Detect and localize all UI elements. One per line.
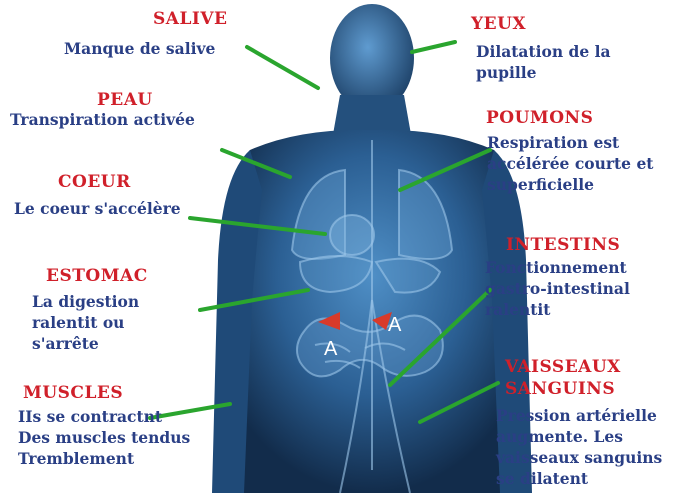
label-estomac-line: ralentit ou [32, 312, 139, 333]
label-estomac-desc: La digestion ralentit ou s'arrête [32, 291, 139, 354]
label-estomac-line: s'arrête [32, 333, 139, 354]
label-peau-title: PEAU [97, 90, 153, 110]
label-vaisseaux-desc: Pression artérielle augmente. Les vaisse… [496, 405, 662, 489]
label-yeux-line: Dilatation de la [476, 41, 611, 62]
connector-yeux [412, 42, 455, 52]
label-salive-desc: Manque de salive [64, 38, 215, 59]
label-muscles-desc: IIs se contractnt Des muscles tendus Tre… [18, 406, 190, 469]
connector-poumons [400, 150, 490, 190]
label-estomac-line: La digestion [32, 291, 139, 312]
label-peau-desc: Transpiration activée [10, 109, 195, 130]
label-peau-line: Transpiration activée [10, 109, 195, 130]
connector-vaisseaux [420, 383, 498, 422]
label-muscles-title: MUSCLES [23, 383, 123, 403]
label-poumons-line: superficielle [487, 174, 653, 195]
label-poumons-line: accélérée courte et [487, 153, 653, 174]
label-muscles-line: Des muscles tendus [18, 427, 190, 448]
label-intestins-line: ralentit [485, 299, 630, 320]
label-vaisseaux-line: augmente. Les [496, 426, 662, 447]
label-poumons-desc: Respiration est accélérée courte et supe… [487, 132, 653, 195]
connector-estomac [200, 290, 308, 310]
label-vaisseaux-line: vaisseaux sanguins [496, 447, 662, 468]
label-coeur-line: Le coeur s'accélère [14, 198, 181, 219]
label-intestins-line: gastro-intestinal [485, 278, 630, 299]
label-salive-title: SALIVE [153, 9, 228, 29]
label-muscles-line: IIs se contractnt [18, 406, 190, 427]
label-vaisseaux-title-line: VAISSEAUX [505, 356, 621, 378]
label-estomac-title: ESTOMAC [46, 266, 148, 286]
label-vaisseaux-line: se dilatent [496, 468, 662, 489]
label-coeur-desc: Le coeur s'accélère [14, 198, 181, 219]
connector-intestins [390, 290, 490, 385]
label-muscles-line: Tremblement [18, 448, 190, 469]
label-yeux-line: pupille [476, 62, 611, 83]
label-intestins-line: Fonctionnement [485, 257, 630, 278]
label-yeux-title: YEUX [471, 14, 526, 34]
label-poumons-title: POUMONS [486, 108, 593, 128]
connector-peau [222, 150, 290, 177]
label-poumons-line: Respiration est [487, 132, 653, 153]
label-vaisseaux-line: Pression artérielle [496, 405, 662, 426]
connector-salive [247, 47, 318, 88]
label-vaisseaux-title: VAISSEAUX SANGUINS [505, 356, 621, 400]
label-salive-line: Manque de salive [64, 38, 215, 59]
label-intestins-title: INTESTINS [506, 235, 620, 255]
label-vaisseaux-title-line: SANGUINS [505, 378, 621, 400]
marker-left: A [324, 338, 337, 361]
connector-coeur [190, 218, 325, 234]
marker-right: A [388, 314, 401, 337]
label-intestins-desc: Fonctionnement gastro-intestinal ralenti… [485, 257, 630, 320]
label-yeux-desc: Dilatation de la pupille [476, 41, 611, 83]
label-coeur-title: COEUR [58, 172, 131, 192]
